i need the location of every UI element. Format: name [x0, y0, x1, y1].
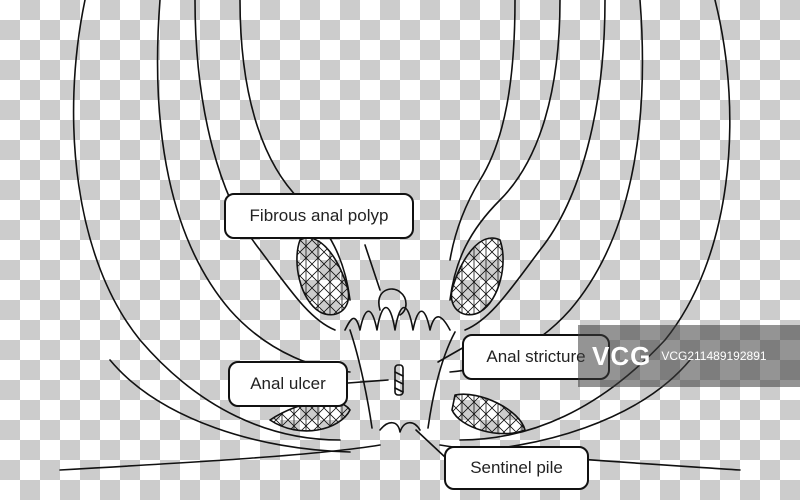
skin-line [59, 444, 741, 471]
muscle-contour-right-3 [464, 0, 606, 331]
leader-stricture [437, 345, 467, 363]
muscle-contour-left-5 [109, 359, 351, 453]
watermark-logo: VCG [592, 340, 652, 371]
mesh-region-lower-right [451, 393, 526, 435]
dentate-line [344, 306, 451, 331]
leader-ulcer [347, 379, 389, 384]
sentinel-pile-shape [379, 421, 421, 433]
muscle-contour-right-2 [449, 0, 644, 373]
leader-pile [415, 429, 447, 459]
muscle-contour-right-4 [449, 0, 561, 301]
muscle-contour-left-4 [239, 0, 351, 301]
muscle-contour-left-2 [156, 0, 351, 373]
mesh-region-upper-right [450, 237, 504, 316]
watermark-id: VCG211489192891 [661, 349, 767, 363]
mesh-region-upper-left [296, 237, 350, 316]
leader-polyp [364, 244, 381, 291]
anal-canal-right-wall [427, 331, 456, 429]
muscle-contour-right-5 [449, 0, 516, 261]
anal-canal-left-wall [349, 329, 373, 429]
anal-ulcer-hatch [394, 371, 404, 393]
watermark: VCG VCG211489192891 [578, 325, 800, 387]
label-sentinel-pile: Sentinel pile [444, 446, 589, 490]
label-anal-ulcer: Anal ulcer [228, 361, 348, 407]
muscle-contour-left-1 [72, 0, 341, 441]
fibrous-polyp-shape [378, 288, 407, 316]
label-fibrous-anal-polyp: Fibrous anal polyp [224, 193, 414, 239]
